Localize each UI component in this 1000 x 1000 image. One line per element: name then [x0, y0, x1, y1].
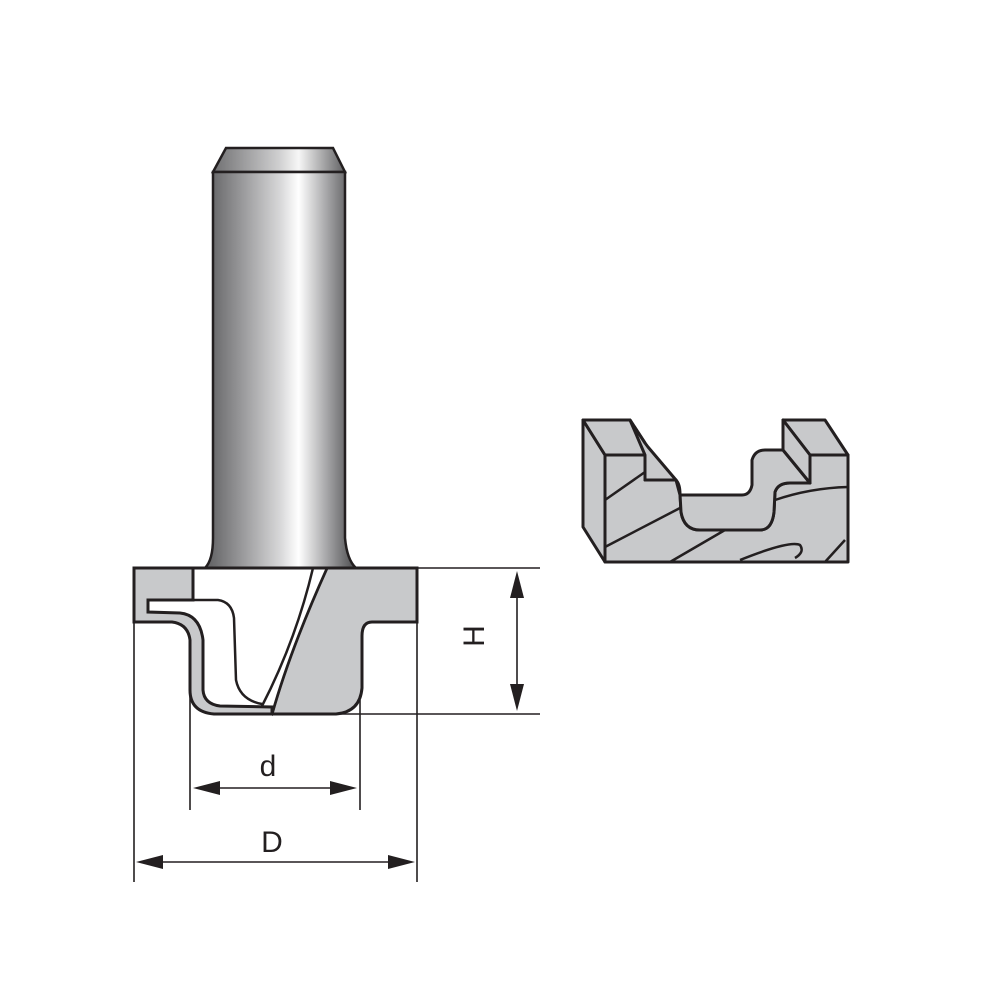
profile-inner-curve — [193, 598, 263, 706]
workpiece-profile — [581, 418, 850, 564]
dimension-H: H — [458, 571, 524, 711]
dimension-d: d — [193, 750, 357, 795]
shank-chamfer — [210, 146, 348, 174]
dimension-label-d: d — [260, 750, 277, 783]
shank-body — [201, 170, 360, 570]
dimension-D: D — [136, 826, 415, 869]
workpiece-right-step — [781, 418, 812, 485]
dimension-label-H: H — [458, 625, 491, 647]
wood-grain — [604, 470, 849, 564]
dimension-label-D: D — [261, 826, 283, 859]
cutter-body-left — [132, 566, 274, 716]
dimension-lines: H d D — [133, 567, 540, 882]
shank — [201, 146, 360, 570]
workpiece-channel-floor — [674, 448, 812, 532]
cutter-head — [132, 566, 419, 717]
